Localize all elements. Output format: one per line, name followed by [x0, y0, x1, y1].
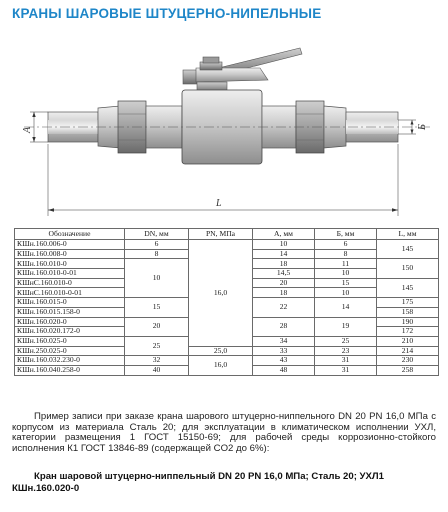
label-a: A [22, 126, 33, 134]
a-cell: 43 [252, 355, 315, 366]
order-note-text: Пример записи при заказе крана шарового … [12, 411, 436, 454]
order-note: Пример записи при заказе крана шарового … [12, 411, 436, 454]
designation-cell: КШн.160.025-0 [14, 335, 125, 347]
dimension-a: A [22, 111, 48, 143]
table-row: КШн.160.008-0 8 14 8 [14, 248, 439, 260]
b-cell: 11 [314, 258, 377, 270]
dn-cell: 15 [124, 297, 189, 318]
designation-cell: КШн.250.025-0 [14, 345, 125, 357]
dn-cell: 32 [124, 355, 189, 366]
l-cell: 145 [376, 238, 439, 260]
b-cell: 10 [314, 287, 377, 299]
l-cell: 230 [376, 355, 439, 366]
dn-cell: 6 [124, 239, 189, 250]
table-header-row: Обозначение DN, мм PN, МПа А, мм Б, мм L… [14, 228, 439, 240]
column-header: DN, мм [124, 228, 189, 240]
label-b: Б [417, 124, 428, 131]
order-example-text: Кран шаровой штуцерно-ниппельный DN 20 P… [12, 471, 384, 494]
a-cell: 33 [252, 345, 315, 357]
column-header: Б, мм [314, 228, 377, 240]
designation-cell: КШн.160.010-0-01 [14, 268, 125, 279]
a-cell: 28 [252, 316, 315, 337]
l-cell: 150 [376, 258, 439, 279]
pn-cell: 16,0 [188, 355, 253, 376]
dn-cell: 25 [124, 335, 189, 357]
a-cell: 22 [252, 297, 315, 318]
b-cell: 19 [314, 316, 377, 337]
dn-cell: 8 [124, 248, 189, 260]
b-cell: 14 [314, 297, 377, 318]
l-cell: 158 [376, 306, 439, 318]
dn-cell: 20 [124, 316, 189, 337]
l-cell: 190 [376, 316, 439, 328]
pn-cell: 25,0 [188, 345, 253, 357]
a-cell: 14,5 [252, 268, 315, 279]
pn-cell: 16,0 [188, 239, 253, 347]
l-cell: 172 [376, 326, 439, 337]
b-cell: 15 [314, 277, 377, 289]
table-row: КШн.160.040.258-0 40 48 31 258 [14, 364, 439, 376]
designation-cell: КШн.160.010-0 [14, 258, 125, 270]
page-title: КРАНЫ ШАРОВЫЕ ШТУЦЕРНО-НИПЕЛЬНЫЕ [12, 6, 322, 21]
b-cell: 10 [314, 268, 377, 279]
a-cell: 18 [252, 258, 315, 270]
b-cell: 23 [314, 345, 377, 357]
designation-cell: КШн.160.015.158-0 [14, 306, 125, 318]
column-header: Обозначение [14, 228, 125, 240]
b-cell: 6 [314, 239, 377, 250]
l-cell: 210 [376, 335, 439, 347]
designation-cell: КШнС.160.010-0-01 [14, 287, 125, 299]
l-cell: 145 [376, 277, 439, 299]
b-cell: 8 [314, 248, 377, 260]
designation-cell: КШн.160.032.230-0 [14, 355, 125, 366]
l-cell: 175 [376, 297, 439, 308]
a-cell: 10 [252, 239, 315, 250]
designation-cell: КШн.160.020-0 [14, 316, 125, 328]
designation-cell: КШн.160.006-0 [14, 239, 125, 250]
order-example: Кран шаровой штуцерно-ниппельный DN 20 P… [12, 471, 436, 495]
designation-cell: КШн.160.020.172-0 [14, 326, 125, 337]
designation-cell: КШнС.160.010-0 [14, 277, 125, 289]
a-cell: 14 [252, 248, 315, 260]
spec-table: Обозначение DN, мм PN, МПа А, мм Б, мм L… [14, 228, 439, 376]
label-l: L [215, 198, 222, 209]
b-cell: 25 [314, 335, 377, 347]
a-cell: 18 [252, 287, 315, 299]
dn-cell: 10 [124, 258, 189, 299]
column-header: PN, МПа [188, 228, 253, 240]
a-cell: 34 [252, 335, 315, 347]
column-header: А, мм [252, 228, 315, 240]
a-cell: 20 [252, 277, 315, 289]
l-cell: 258 [376, 364, 439, 376]
designation-cell: КШн.160.015-0 [14, 297, 125, 308]
dimension-l: L [47, 144, 399, 216]
dimension-b: Б [398, 119, 428, 135]
table-row: КШн.250.025-0 25,0 33 23 214 [14, 345, 439, 357]
a-cell: 48 [252, 364, 315, 376]
b-cell: 31 [314, 355, 377, 366]
column-header: L, мм [376, 228, 439, 240]
dn-cell: 40 [124, 364, 189, 376]
b-cell: 31 [314, 364, 377, 376]
valve-drawing: A Б L [22, 47, 430, 216]
designation-cell: КШн.160.040.258-0 [14, 364, 125, 376]
table-row: КШн.160.032.230-0 32 16,0 43 31 230 [14, 355, 439, 376]
table-row: КШн.160.006-0 6 16,0 10 6 145 [14, 238, 439, 347]
designation-cell: КШн.160.008-0 [14, 248, 125, 260]
handle-lever [182, 47, 303, 85]
l-cell: 214 [376, 345, 439, 357]
